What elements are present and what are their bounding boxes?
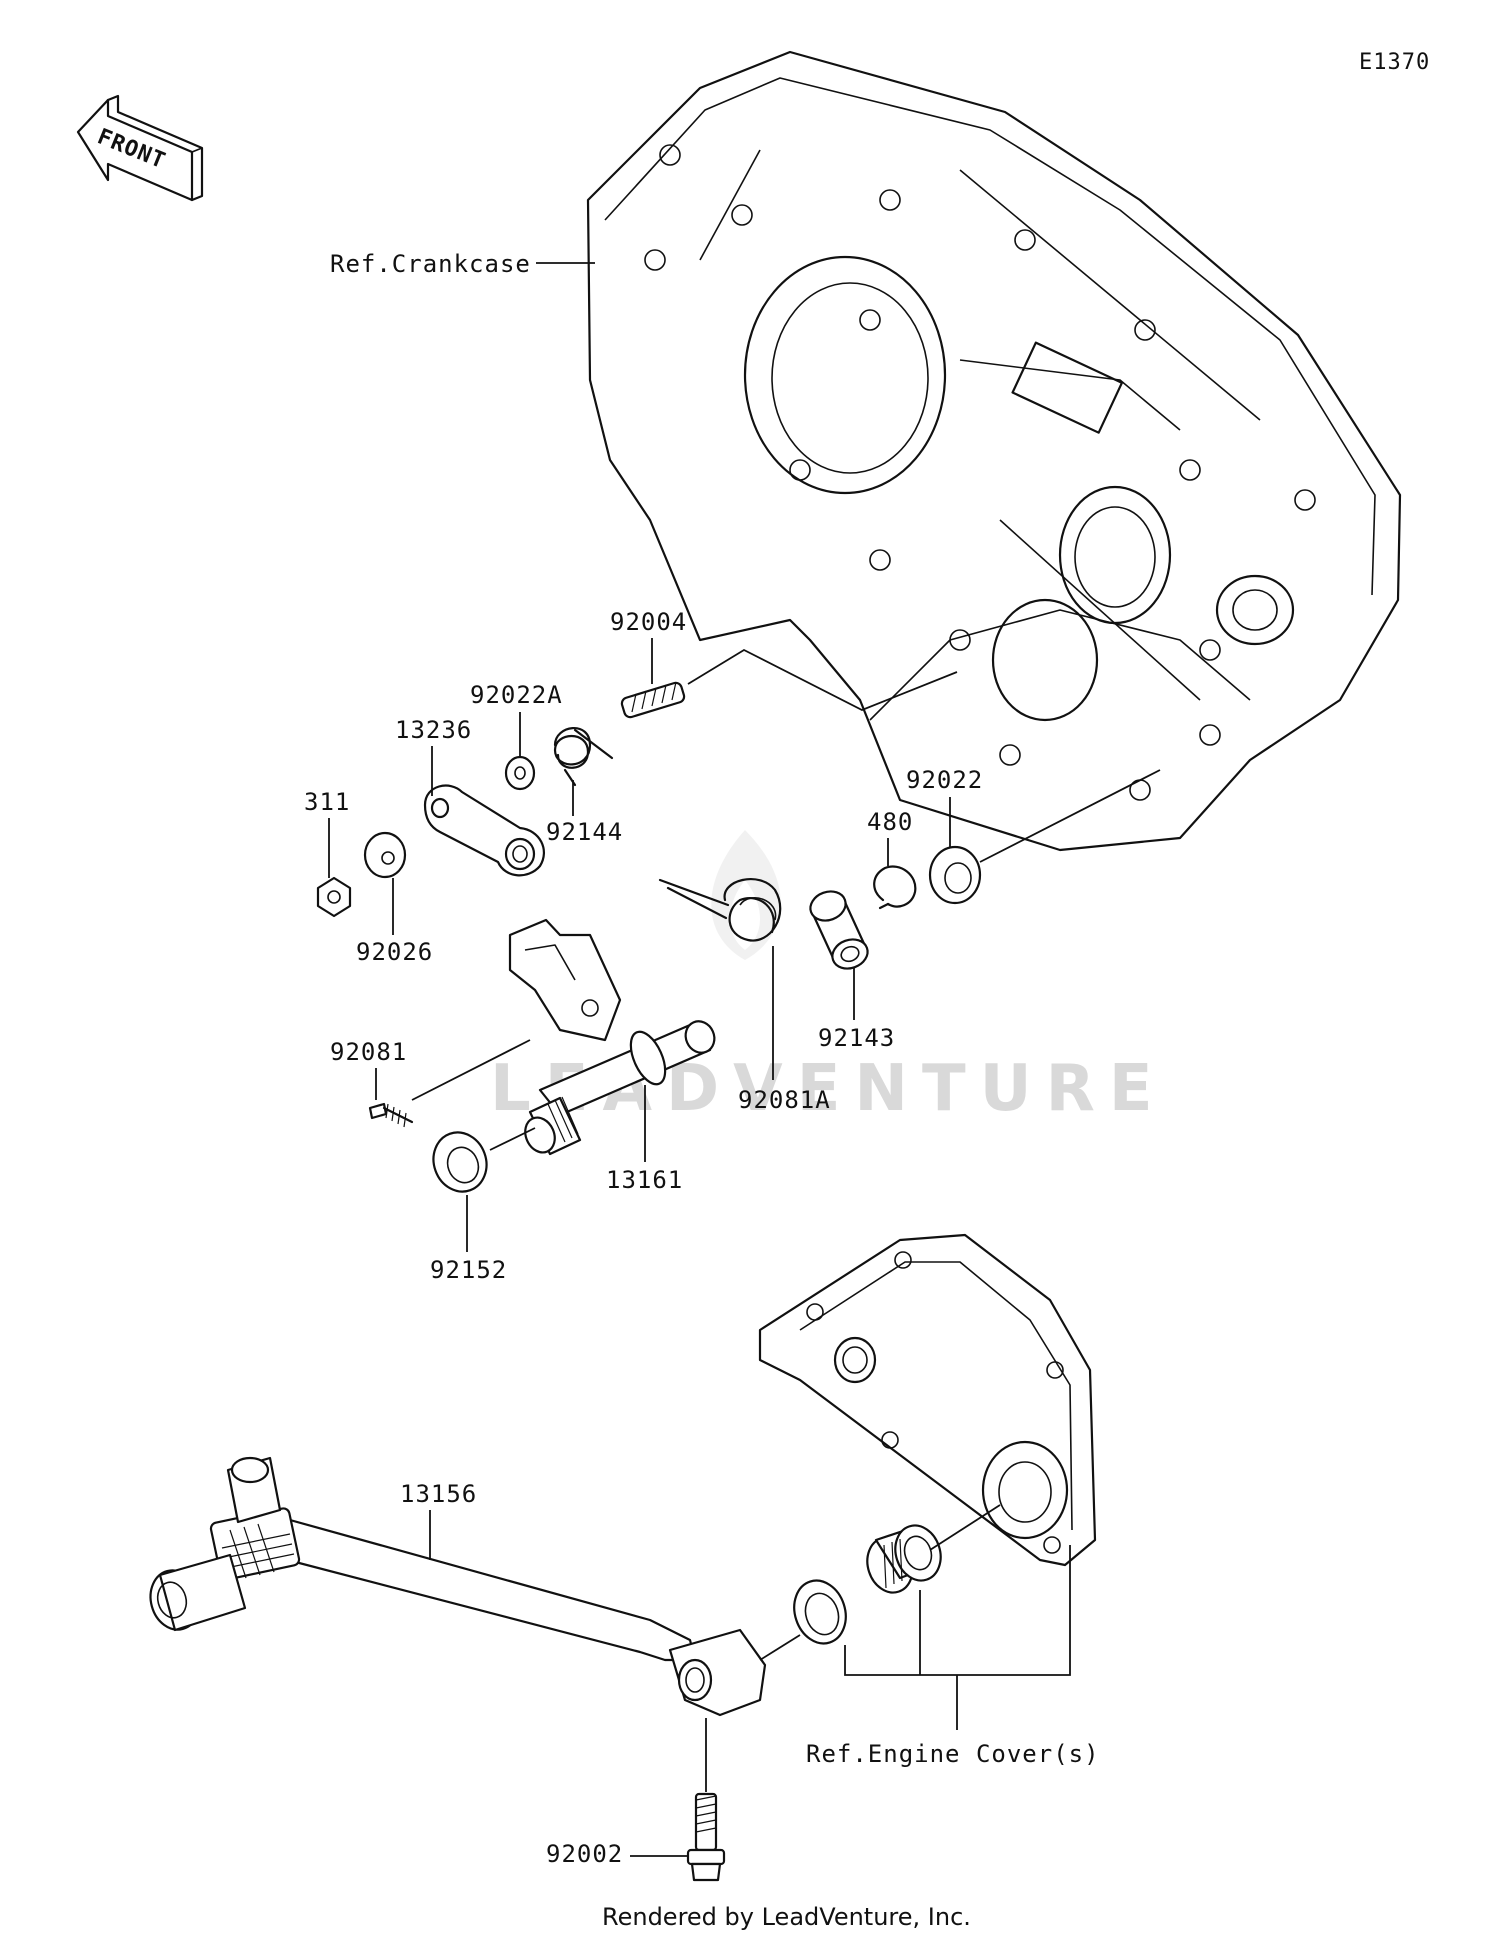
leader-pedal-to-seal xyxy=(759,1634,801,1661)
needle-bearing xyxy=(866,1524,942,1594)
label-13236: 13236 xyxy=(395,716,472,744)
part-480-circlip xyxy=(873,865,917,910)
part-13156-shift-pedal xyxy=(149,1456,767,1717)
label-92026: 92026 xyxy=(356,938,433,966)
leader-92022-to-case xyxy=(979,769,1161,863)
footer-credit: Rendered by LeadVenture, Inc. xyxy=(602,1903,971,1931)
label-92081: 92081 xyxy=(330,1038,407,1066)
label-13156: 13156 xyxy=(400,1480,477,1508)
part-92022A-washer xyxy=(504,755,536,791)
crankcase xyxy=(586,50,1402,852)
part-13236-arm xyxy=(423,784,546,877)
part-13161-shift-shaft xyxy=(508,918,716,1156)
leader-92081-to-shaft xyxy=(411,1039,531,1101)
label-311: 311 xyxy=(304,788,350,816)
label-92144: 92144 xyxy=(546,818,623,846)
leader-92004-to-case xyxy=(687,648,958,711)
part-92022-washer xyxy=(928,845,982,905)
leader-92152-to-shaft xyxy=(489,1127,536,1151)
label-13161: 13161 xyxy=(606,1166,683,1194)
front-arrow-icon: FRONT xyxy=(76,94,204,202)
leader-bearing-to-cover xyxy=(929,1504,1001,1551)
part-92144-spring xyxy=(553,727,614,787)
label-480: 480 xyxy=(867,808,913,836)
part-92004-pin xyxy=(620,681,686,719)
part-92002-bolt xyxy=(686,1792,726,1882)
label-92143: 92143 xyxy=(818,1024,895,1052)
diagram-code: E1370 xyxy=(1359,50,1430,75)
part-92026-washer xyxy=(363,831,407,879)
part-92152-washer xyxy=(432,1131,488,1193)
label-92002: 92002 xyxy=(546,1840,623,1868)
ref-crankcase-label: Ref.Crankcase xyxy=(330,250,531,278)
part-92081-spring xyxy=(368,1102,414,1128)
label-92004: 92004 xyxy=(610,608,687,636)
engine-cover xyxy=(758,1233,1097,1567)
part-92081A-spring xyxy=(658,878,782,942)
oil-seal xyxy=(793,1579,847,1645)
part-311-nut xyxy=(316,876,352,918)
part-92143-collar xyxy=(809,890,869,970)
ref-engine-cover-label: Ref.Engine Cover(s) xyxy=(806,1740,1100,1768)
label-92022A: 92022A xyxy=(470,681,563,709)
label-92022: 92022 xyxy=(906,766,983,794)
front-label: FRONT xyxy=(94,124,169,174)
label-92152: 92152 xyxy=(430,1256,507,1284)
label-92081A: 92081A xyxy=(738,1086,831,1114)
